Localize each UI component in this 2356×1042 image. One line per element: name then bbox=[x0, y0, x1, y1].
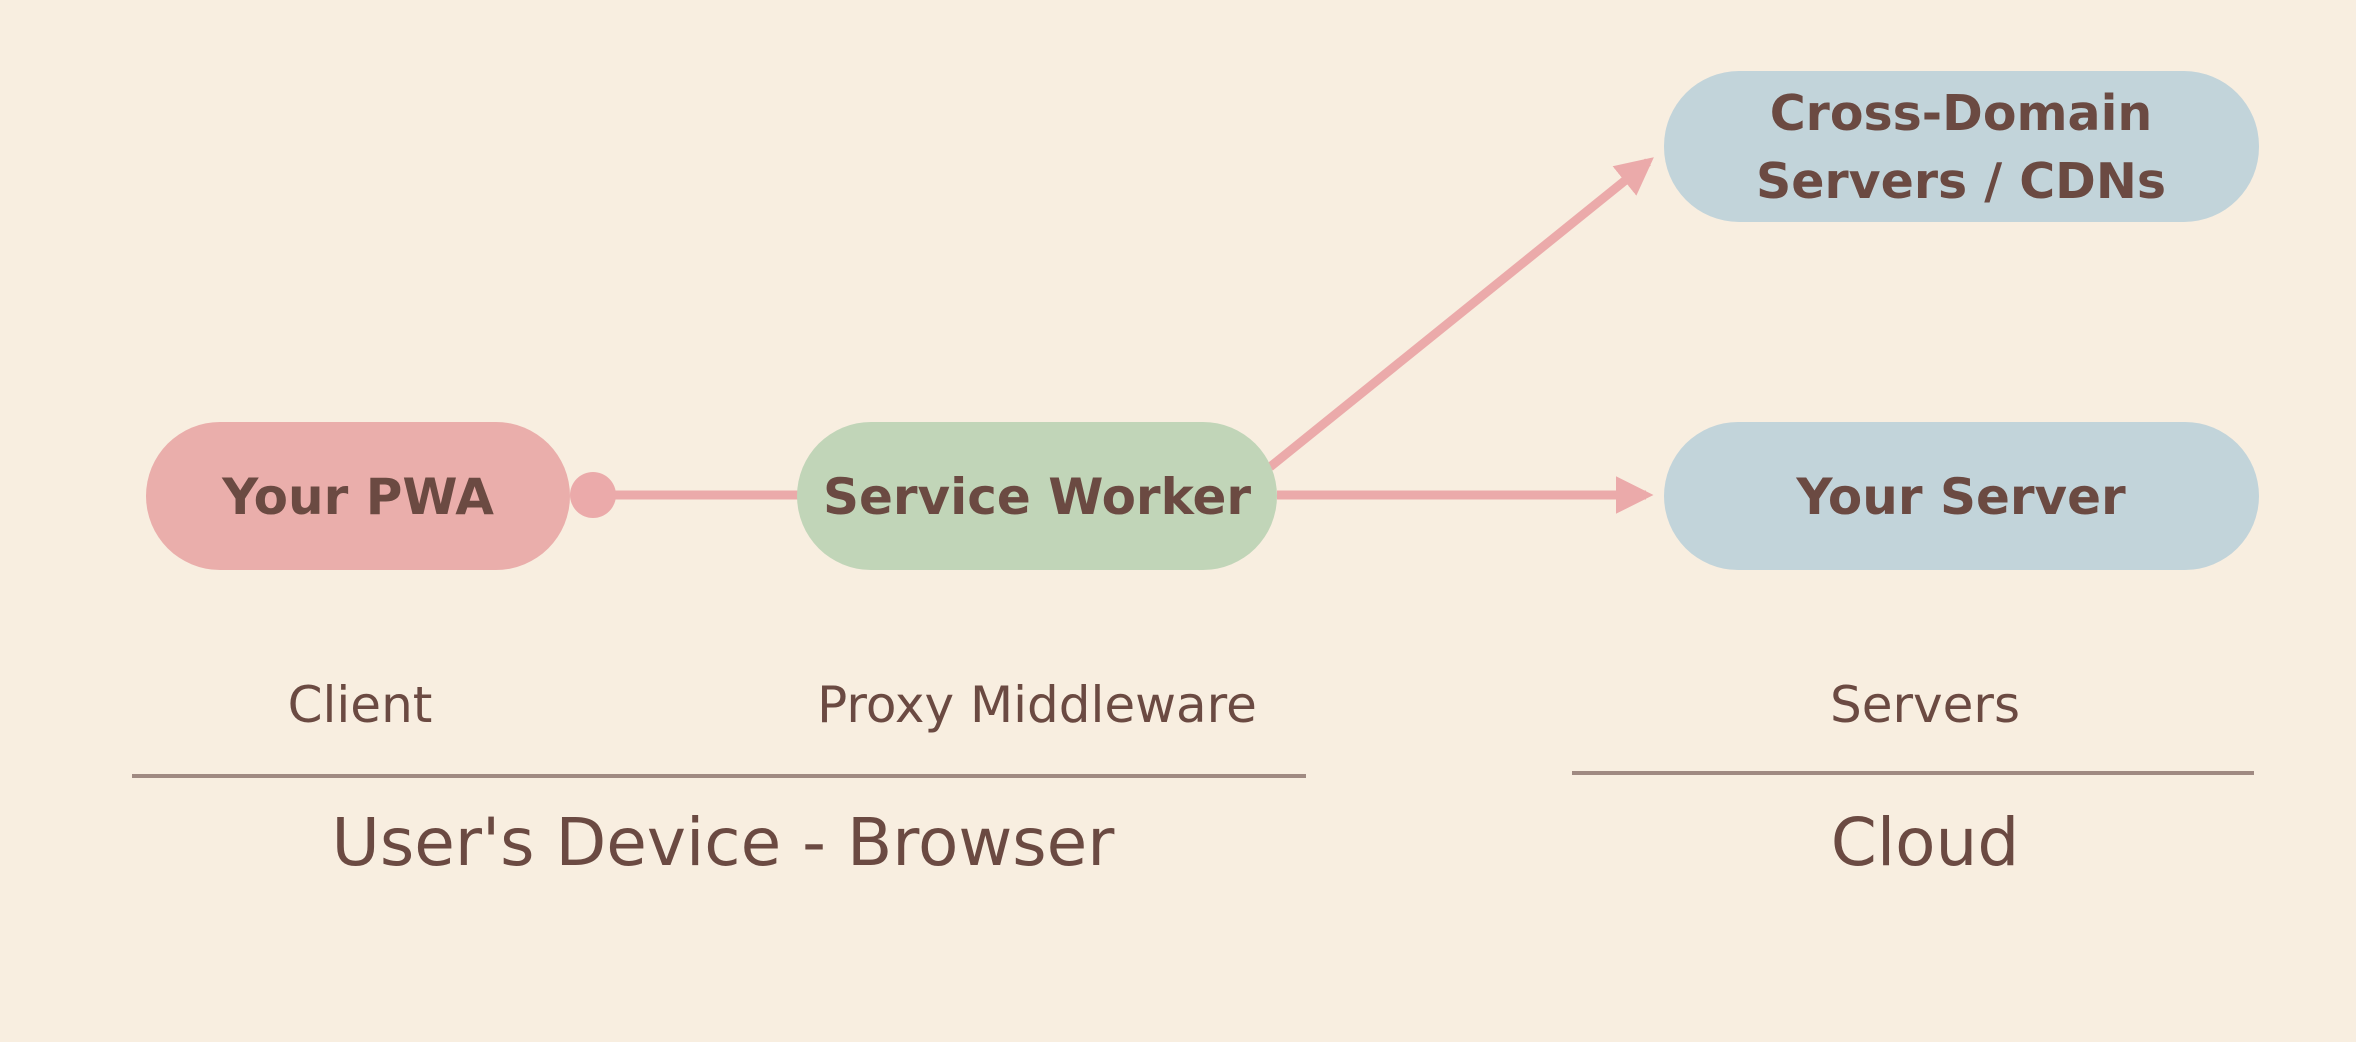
node-your-pwa-pill bbox=[146, 422, 570, 570]
node-your-pwa: Your PWA bbox=[146, 422, 570, 570]
column-label-client: Client bbox=[288, 676, 433, 734]
connector-origin-dot bbox=[570, 472, 616, 518]
node-cross-domain-servers-label-line1: Cross-Domain bbox=[1770, 85, 2153, 142]
node-cross-domain-servers-pill bbox=[1664, 71, 2259, 222]
group-label-device: User's Device - Browser bbox=[332, 804, 1116, 881]
node-your-server-label: Your Server bbox=[1795, 468, 2126, 526]
node-cross-domain-servers: Cross-Domain Servers / CDNs bbox=[1664, 71, 2259, 222]
column-label-proxy-middleware: Proxy Middleware bbox=[817, 676, 1257, 734]
arrow-service-worker-to-cdn bbox=[1267, 157, 1654, 471]
node-service-worker: Service Worker bbox=[797, 422, 1277, 570]
group-label-cloud: Cloud bbox=[1831, 804, 2020, 881]
node-service-worker-label: Service Worker bbox=[823, 468, 1251, 526]
node-your-server: Your Server bbox=[1664, 422, 2259, 570]
node-service-worker-pill bbox=[797, 422, 1277, 570]
node-your-pwa-label: Your PWA bbox=[221, 468, 494, 526]
node-cross-domain-servers-label-line2: Servers / CDNs bbox=[1756, 153, 2166, 210]
node-your-server-pill bbox=[1664, 422, 2259, 570]
column-label-servers: Servers bbox=[1830, 676, 2020, 734]
